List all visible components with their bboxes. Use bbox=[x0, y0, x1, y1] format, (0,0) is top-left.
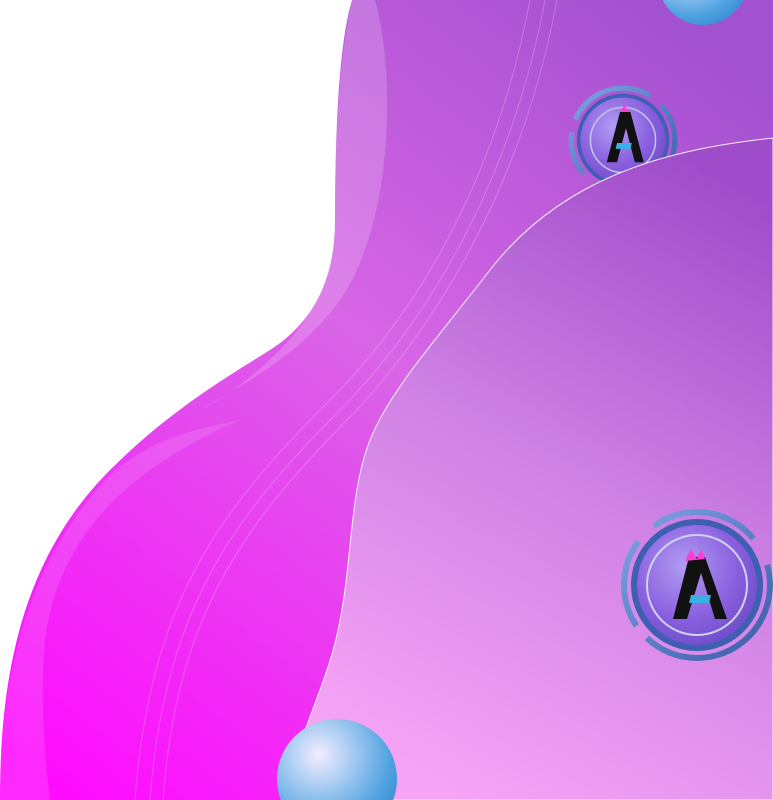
blue-sphere-bottom bbox=[277, 719, 397, 800]
streak-lines bbox=[134, 0, 558, 800]
front-blob bbox=[284, 137, 773, 800]
blue-sphere-top bbox=[662, 0, 744, 25]
highlight-lobe-lower bbox=[0, 420, 240, 800]
highlight-lobe bbox=[200, 0, 388, 410]
coin-logo-icon-large bbox=[621, 509, 773, 661]
